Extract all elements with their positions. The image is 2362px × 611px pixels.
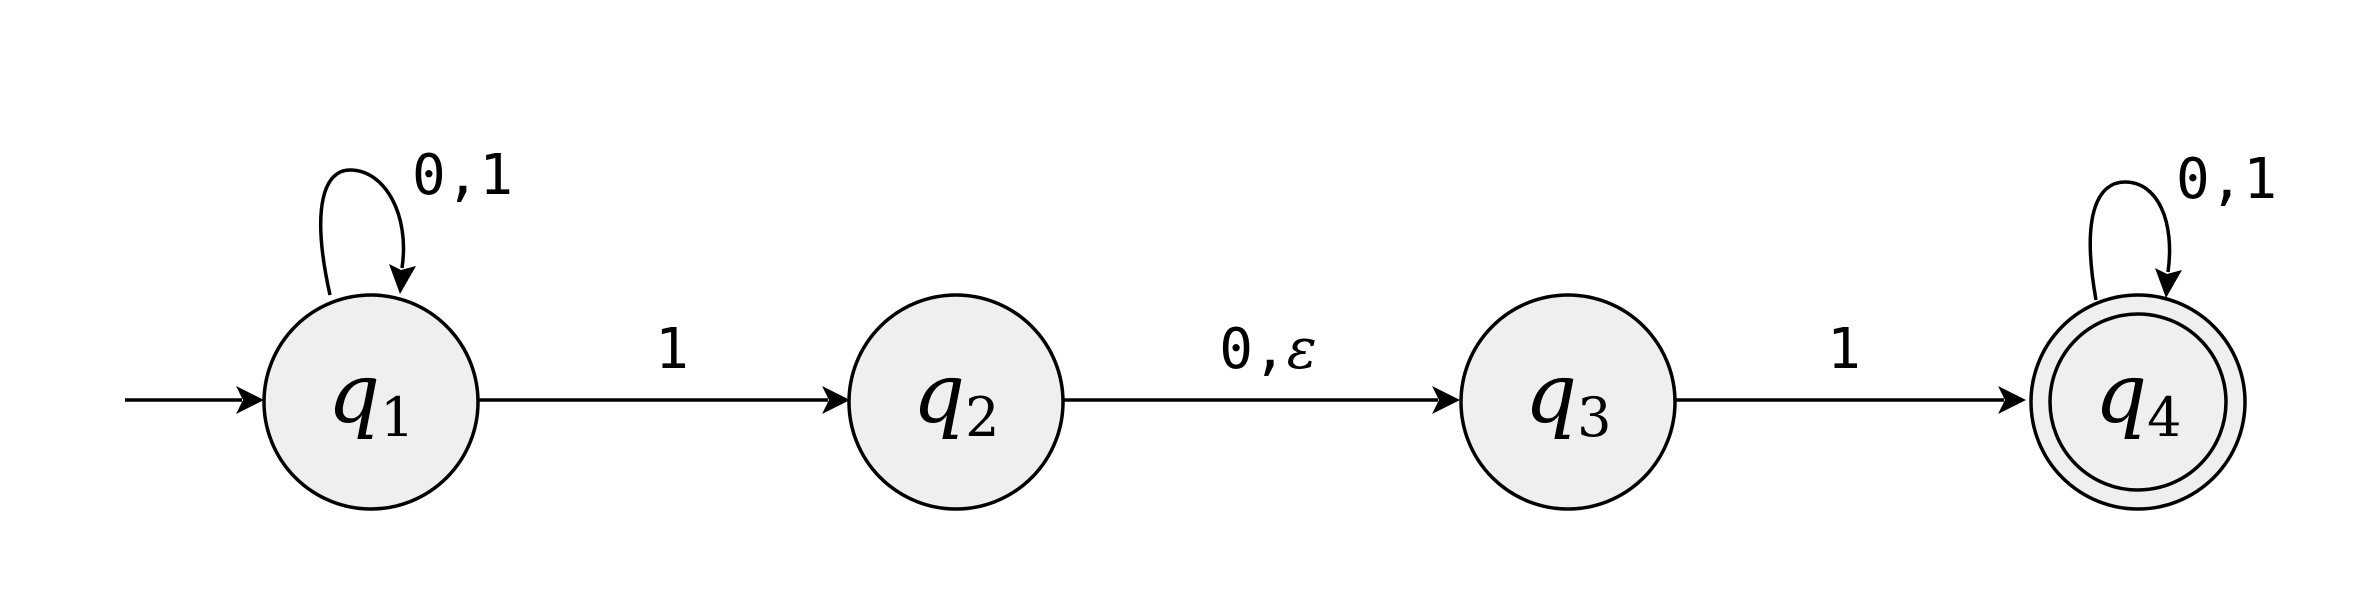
transition-q1-q2: 1: [477, 317, 850, 414]
transition-q2-q3: 0,ε: [1063, 317, 1460, 414]
epsilon-symbol: ε: [1287, 317, 1317, 382]
transition-q2-q3-label: 0,ε: [1219, 317, 1317, 382]
state-q1: q1: [262, 293, 480, 511]
accepting-ring: [2048, 312, 2228, 492]
transition-q2-q3-symbols: 0,: [1219, 317, 1286, 382]
self-loop-q1-label: 0,1: [412, 143, 513, 208]
self-loop-q4-label: 0,1: [2176, 147, 2277, 212]
state-q1-label: q1: [328, 347, 415, 449]
state-q3: q3: [1459, 293, 1677, 511]
state-q2-label: q2: [913, 347, 1000, 449]
self-loop-q4: 0,1: [2088, 147, 2277, 301]
start-arrow: [125, 386, 264, 414]
self-loop-q1: 0,1: [319, 143, 513, 296]
state-q2: q2: [847, 293, 1065, 511]
transition-q3-q4-label: 1: [1827, 317, 1861, 382]
state-q4-label: q4: [2095, 347, 2182, 449]
state-q4: q4: [2029, 293, 2247, 511]
transition-q3-q4: 1: [1675, 317, 2026, 414]
state-q3-label: q3: [1525, 347, 1612, 449]
transition-q1-q2-label: 1: [655, 317, 689, 382]
